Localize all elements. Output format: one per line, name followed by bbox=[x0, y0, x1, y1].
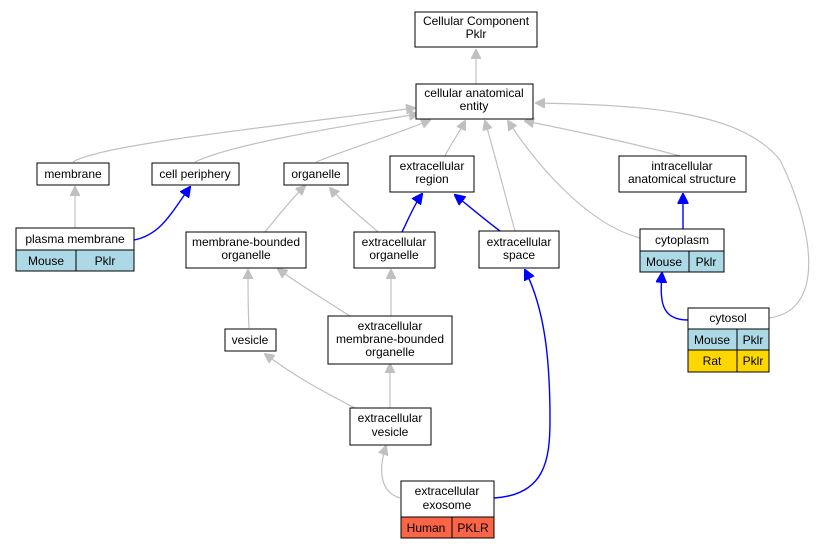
edge-ec-region-to-cae bbox=[444, 121, 465, 157]
node-extracellular-membrane-bounded-organelle[interactable]: extracellular membrane-bounded organelle bbox=[327, 315, 453, 365]
edge-ec-vesicle-to-vesicle bbox=[265, 354, 356, 409]
node-label: extracellular bbox=[358, 411, 423, 425]
node-label: cytoplasm bbox=[655, 233, 709, 247]
gene-cell bbox=[451, 516, 495, 539]
edge-membrane-to-cae bbox=[72, 108, 415, 163]
edges bbox=[72, 50, 810, 499]
node-membrane[interactable]: membrane bbox=[36, 162, 110, 186]
node-extracellular-exosome[interactable]: extracellular exosome Human PKLR bbox=[400, 480, 495, 539]
edge-cytoplasm-to-cae bbox=[508, 121, 641, 239]
species-label: Mouse bbox=[646, 255, 682, 269]
node-cell-periphery[interactable]: cell periphery bbox=[151, 162, 240, 186]
node-extracellular-region[interactable]: extracellular region bbox=[389, 155, 475, 193]
edge-cytosol-to-cae bbox=[536, 103, 810, 319]
node-label: organelle bbox=[221, 248, 271, 262]
node-label: cell periphery bbox=[159, 167, 230, 181]
edge-ec-space-to-cae bbox=[485, 121, 516, 232]
node-label: membrane bbox=[44, 167, 102, 181]
node-label: cytosol bbox=[709, 311, 746, 325]
gene-label: Pklr bbox=[743, 333, 764, 347]
node-label: membrane-bounded bbox=[336, 332, 444, 346]
node-vesicle[interactable]: vesicle bbox=[224, 328, 277, 352]
species-label: Mouse bbox=[28, 254, 64, 268]
node-label: membrane-bounded bbox=[192, 235, 300, 249]
node-label: vesicle bbox=[232, 333, 269, 347]
node-label: region bbox=[415, 172, 448, 186]
species-label: Rat bbox=[703, 354, 722, 368]
node-cytosol[interactable]: cytosol Mouse Pklr Rat Pklr bbox=[687, 307, 770, 373]
node-extracellular-vesicle[interactable]: extracellular vesicle bbox=[349, 407, 432, 446]
node-label: exosome bbox=[423, 498, 472, 512]
node-label: vesicle bbox=[372, 425, 409, 439]
node-label: plasma membrane bbox=[25, 232, 125, 246]
node-label: extracellular bbox=[400, 159, 465, 173]
node-cytoplasm[interactable]: cytoplasm Mouse Pklr bbox=[639, 228, 725, 273]
node-membrane-bounded-organelle[interactable]: membrane-bounded organelle bbox=[185, 231, 307, 269]
node-extracellular-space[interactable]: extracellular space bbox=[478, 230, 560, 269]
edge-ec-space-to-ec-region bbox=[455, 195, 501, 232]
node-label: cellular anatomical bbox=[424, 86, 523, 100]
gene-label: Pklr bbox=[743, 354, 764, 368]
node-cellular-anatomical-entity[interactable]: cellular anatomical entity bbox=[415, 83, 534, 120]
edge-cell-periphery-to-cae bbox=[194, 114, 418, 163]
node-root[interactable]: Cellular Component Pklr bbox=[414, 11, 538, 48]
gene-cell bbox=[688, 250, 725, 273]
gene-label: Pklr bbox=[95, 254, 116, 268]
edge-ec-exosome-to-ec-vesicle bbox=[382, 446, 401, 499]
edge-ec-organelle-to-organelle bbox=[330, 188, 379, 233]
species-label: Mouse bbox=[694, 333, 730, 347]
node-extracellular-organelle[interactable]: extracellular organelle bbox=[353, 231, 436, 269]
gene-cell bbox=[75, 249, 135, 272]
node-label: extracellular bbox=[362, 235, 427, 249]
edge-plasma-membrane-to-cell-periphery bbox=[133, 187, 190, 241]
node-label: intracellular bbox=[651, 159, 712, 173]
edge-organelle-to-cae bbox=[315, 120, 430, 163]
edge-vesicle-to-mbo bbox=[248, 270, 249, 329]
node-label: Cellular Component bbox=[423, 14, 530, 28]
node-label: organelle bbox=[365, 345, 415, 359]
node-label: organelle bbox=[369, 248, 419, 262]
edge-ec-exosome-to-ec-space bbox=[493, 270, 551, 499]
node-label: space bbox=[503, 248, 535, 262]
node-label: Pklr bbox=[466, 27, 487, 41]
node-label: extracellular bbox=[358, 319, 423, 333]
edge-cytosol-to-cytoplasm bbox=[661, 273, 689, 321]
node-intracellular-anatomical-structure[interactable]: intracellular anatomical structure bbox=[618, 155, 747, 193]
node-label: extracellular bbox=[487, 235, 552, 249]
node-plasma-membrane[interactable]: plasma membrane Mouse Pklr bbox=[15, 227, 135, 272]
node-label: entity bbox=[460, 99, 489, 113]
node-label: organelle bbox=[291, 167, 341, 181]
gene-cell bbox=[736, 349, 770, 373]
node-organelle[interactable]: organelle bbox=[283, 162, 349, 186]
edge-intracellular-to-cae bbox=[525, 121, 681, 157]
edge-mbo-to-organelle bbox=[264, 186, 305, 233]
edge-ec-organelle-to-ec-region bbox=[401, 194, 422, 233]
species-label: Human bbox=[407, 521, 446, 535]
node-label: anatomical structure bbox=[628, 172, 736, 186]
node-label: extracellular bbox=[415, 484, 480, 498]
gene-label: PKLR bbox=[457, 521, 489, 535]
edge-ec-mbo-to-mbo bbox=[278, 269, 351, 317]
gene-label: Pklr bbox=[696, 255, 717, 269]
